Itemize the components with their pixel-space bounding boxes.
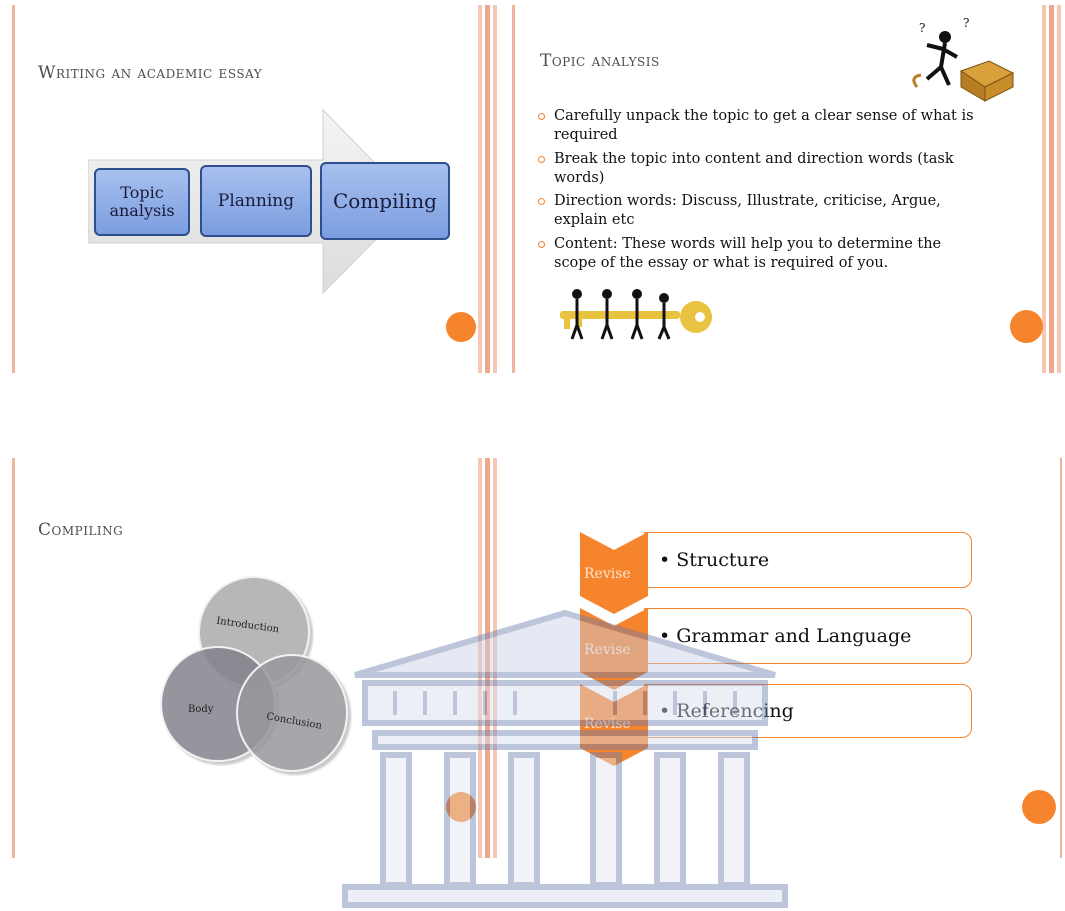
bullet-list: Carefully unpack the topic to get a clea… (536, 107, 986, 278)
revise-label: Revise (584, 566, 631, 582)
slide-revise: • Structure • Grammar and Language • Ref… (512, 458, 1065, 858)
body-label: Body (188, 704, 214, 715)
slide-title: Topic analysis (540, 51, 660, 71)
orange-dot (1022, 790, 1056, 824)
decorative-stripes (1042, 5, 1064, 373)
revise-item-structure: • Structure (644, 532, 972, 588)
orange-dot (1010, 310, 1043, 343)
revise-item-text: Structure (676, 549, 770, 571)
step-compiling: Compiling (320, 162, 450, 240)
revise-label: Revise (584, 642, 631, 658)
slide-title: Compiling (38, 520, 124, 540)
slide-title: Writing an academic essay (38, 63, 263, 83)
orange-dot (446, 792, 476, 822)
svg-text:?: ? (919, 21, 925, 35)
bullet-item: Content: These words will help you to de… (536, 235, 986, 273)
revise-item-text: Referencing (676, 700, 794, 722)
bullet-dot: • (659, 625, 677, 647)
right-border-line (1060, 458, 1062, 858)
revise-item-text: Grammar and Language (676, 625, 912, 647)
bullet-item: Direction words: Discuss, Illustrate, cr… (536, 192, 986, 230)
step-topic-analysis: Topic analysis (94, 168, 190, 236)
bullet-item: Carefully unpack the topic to get a clea… (536, 107, 986, 145)
decorative-stripes (478, 5, 502, 373)
slide-compiling: Compiling Introduction Body Conclusion (8, 458, 503, 858)
bullet-dot: • (659, 549, 677, 571)
people-carrying-key-icon (560, 289, 712, 340)
decorative-stripes (478, 458, 502, 858)
left-border-line (12, 458, 15, 858)
bullet-dot: • (659, 700, 677, 722)
venn-circle-conclusion (236, 654, 348, 772)
orange-dot (446, 312, 476, 342)
slide-writing-essay: Writing an academic essay Topic analysis… (8, 5, 503, 373)
left-border-line (12, 5, 15, 373)
left-border-line (512, 5, 515, 373)
step-planning: Planning (200, 165, 312, 237)
revise-item-grammar: • Grammar and Language (644, 608, 972, 664)
svg-text:?: ? (963, 17, 969, 30)
bullet-item: Break the topic into content and directi… (536, 150, 986, 188)
revise-label: Revise (584, 716, 631, 732)
revise-item-referencing: • Referencing (644, 684, 972, 738)
slide-topic-analysis: Topic analysis ?? Carefully unpack the t… (512, 5, 1065, 373)
confused-person-icon: ?? (912, 17, 1015, 102)
